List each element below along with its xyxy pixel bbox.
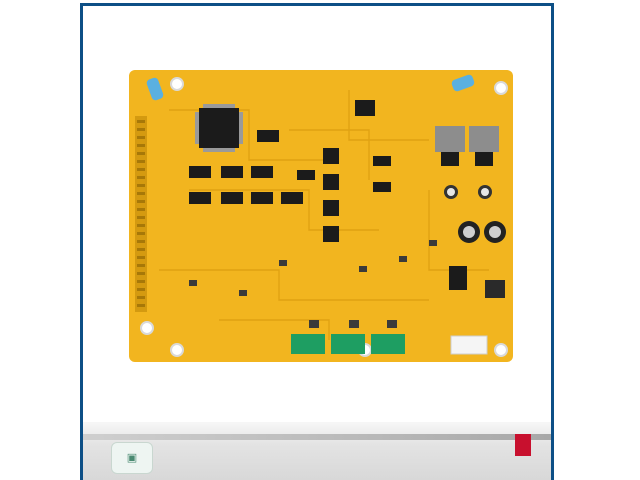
circuit-board — [129, 70, 513, 362]
white-connector — [450, 335, 488, 355]
pin-header — [135, 116, 147, 312]
red-tab — [515, 434, 531, 456]
mounting-holes — [140, 77, 508, 357]
blue-capacitor — [146, 77, 164, 101]
pin-header-pins — [137, 120, 145, 307]
background-strip — [83, 422, 551, 480]
product-image-frame: ▣ — [80, 3, 554, 480]
terminal-blocks — [291, 334, 405, 354]
sticker-icon: ▣ — [111, 442, 153, 474]
board-substrate — [129, 70, 513, 362]
resistor-array — [485, 280, 505, 298]
small-components — [189, 240, 437, 328]
blue-capacitor — [451, 74, 475, 92]
board-traces — [159, 90, 489, 340]
electrolytic-capacitors — [444, 185, 506, 243]
voltage-regulators — [435, 126, 499, 166]
microcontroller-chip — [199, 108, 239, 148]
transistor — [449, 266, 467, 290]
ic-chips — [189, 100, 391, 204]
soic-column — [323, 148, 339, 242]
background-rail — [83, 434, 551, 440]
circuit-board-drawing — [129, 70, 513, 362]
